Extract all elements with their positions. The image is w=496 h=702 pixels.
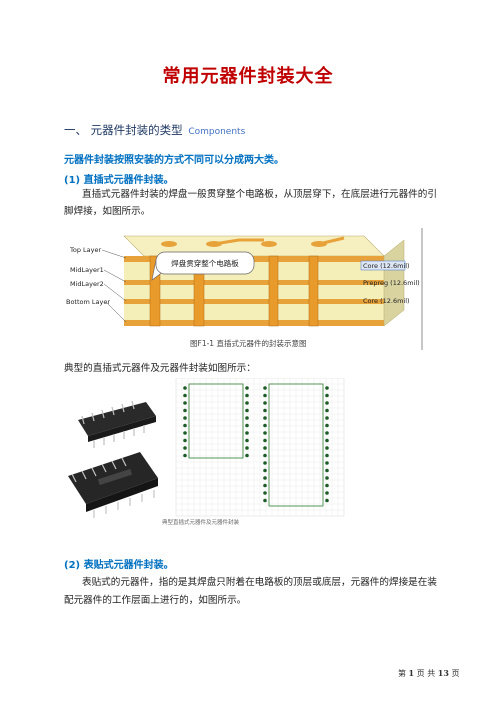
paragraph-1-line2: 脚焊接，如图所示。 <box>64 206 151 217</box>
footprint-pad <box>183 416 187 420</box>
intro-text: 元器件封装按照安装的方式不同可以分成两大类。 <box>64 155 284 166</box>
footprint-pad <box>245 386 249 390</box>
figure1-caption: 图F1-1 直插式元器件的封装示意图 <box>190 338 306 348</box>
subsection-2-title: (2) 表贴式元器件封装。 <box>64 560 174 571</box>
footprint-pad <box>325 468 329 473</box>
footprint-pad <box>325 438 329 443</box>
footprint-pad <box>325 408 329 413</box>
label-top-layer: Top Layer <box>69 246 101 254</box>
footprint-pad <box>263 423 267 428</box>
paragraph-2: 典型的直插式元器件及元器件封装如图所示： <box>64 363 256 374</box>
paragraph-3-line2: 配元器件的工作层面上进行的，如图所示。 <box>64 595 247 606</box>
footprint-pad <box>263 386 267 390</box>
paragraph-3-line1: 表贴式的元器件，指的是其焊盘只附着在电路板的顶层或底层，元器件的焊接是在装 <box>82 577 437 588</box>
subsection-1-title: (1) 直插式元器件封装。 <box>64 175 174 186</box>
footprint-pad <box>325 461 329 465</box>
footprint-pad <box>245 401 249 405</box>
footprint-pad <box>183 408 187 413</box>
footprint-pad <box>245 423 249 428</box>
dip-footprint-grid <box>175 378 345 517</box>
label-core-1: Core (12.6mil) <box>363 262 410 270</box>
footprint-pad <box>263 453 267 458</box>
footprint-pad <box>263 446 267 450</box>
footprint-pad <box>263 393 267 398</box>
footprint-pad <box>325 431 329 435</box>
footer-text-a: 第 <box>398 669 406 678</box>
footprint-pad <box>325 498 329 503</box>
footprint-pad <box>183 393 187 398</box>
footprint-pad <box>325 483 329 488</box>
footprint-pad <box>263 401 267 405</box>
footprint-pad <box>245 438 249 443</box>
dip-chip-photo <box>68 400 158 518</box>
footprint-pad <box>245 408 249 413</box>
figure2-caption: 典型直插式元器件及元器件封装 <box>162 518 240 526</box>
footprint-pad <box>183 423 187 428</box>
footprint-pad <box>263 468 267 473</box>
footer-current-page: 1 <box>408 668 415 678</box>
footer-total-pages: 13 <box>437 668 449 678</box>
footprint-pad <box>183 401 187 405</box>
section-heading: 一、 元器件封装的类型 Components <box>64 122 245 138</box>
footprint-pad <box>245 416 249 420</box>
footprint-pad <box>263 438 267 443</box>
footprint-pad <box>245 446 249 450</box>
page-footer: 第 1 页 共 13 页 <box>398 668 459 679</box>
footprint-pad <box>183 438 187 443</box>
footprint-pad <box>325 453 329 458</box>
footprint-pad <box>245 453 249 458</box>
callout-text: 焊盘贯穿整个电路板 <box>171 258 239 268</box>
label-prepreg: Prepreg (12.6mil) <box>363 279 420 287</box>
footprint-pad <box>245 431 249 435</box>
footer-text-b: 页 共 <box>416 669 436 678</box>
through-hole-diagram: 焊盘贯穿整个电路板 Top Layer MidLayer1 MidLayer2 … <box>66 228 423 350</box>
page-title: 常用元器件封装大全 <box>162 66 334 87</box>
footprint-pad <box>263 498 267 503</box>
label-midlayer2: MidLayer2 <box>70 280 104 288</box>
footprint-pad <box>325 401 329 405</box>
footprint-pad <box>183 431 187 435</box>
footer-text-c: 页 <box>451 669 460 678</box>
footprint-pad <box>183 453 187 458</box>
footprint-pad <box>183 446 187 450</box>
footprint-pad <box>325 423 329 428</box>
footprint-pad <box>263 483 267 488</box>
footprint-pad <box>325 476 329 480</box>
footprint-pad <box>263 476 267 480</box>
dip-component-figure: 典型直插式元器件及元器件封装 <box>68 378 345 526</box>
footprint-pad <box>325 446 329 450</box>
footprint-pad <box>263 431 267 435</box>
section-heading-en: Components <box>188 127 246 137</box>
footprint-pad <box>325 416 329 420</box>
label-midlayer1: MidLayer1 <box>70 266 104 274</box>
footprint-pad <box>325 393 329 398</box>
footprint-pad <box>325 491 329 495</box>
footprint-pad <box>263 461 267 465</box>
footprint-pad <box>245 393 249 398</box>
footprint-pad <box>325 386 329 390</box>
section-heading-text: 一、 元器件封装的类型 <box>64 123 183 137</box>
footprint-pad <box>263 416 267 420</box>
paragraph-1-line1: 直插式元器件封装的焊盘一般贯穿整个电路板，从顶层穿下，在底层进行元器件的引 <box>82 189 437 200</box>
footprint-pad <box>183 386 187 390</box>
footprint-pad <box>263 408 267 413</box>
label-core-2: Core (12.6mil) <box>363 297 410 305</box>
label-bottom-layer: Bottom Layer <box>66 298 110 306</box>
footprint-pad <box>263 491 267 495</box>
